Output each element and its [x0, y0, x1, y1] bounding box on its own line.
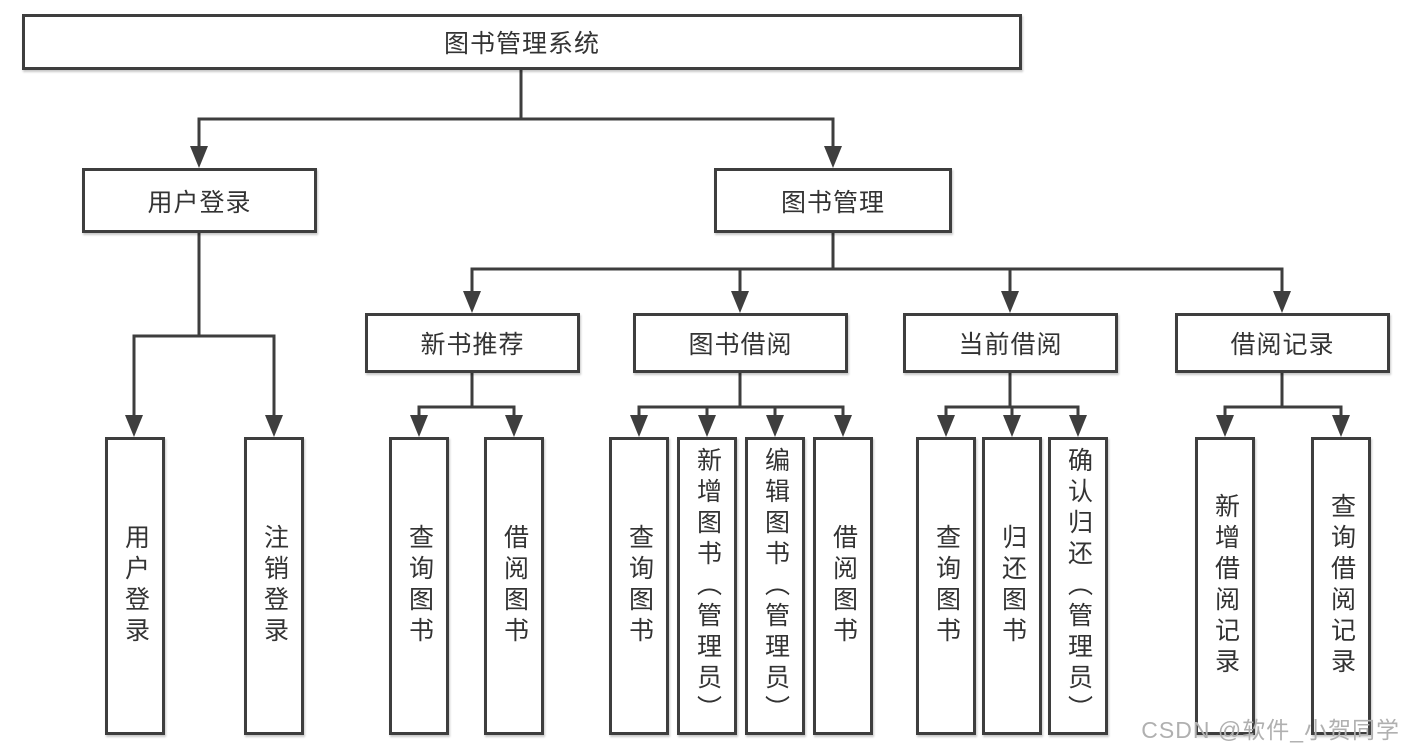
leaf-newbooks-query-books-label: 查询图书 [405, 524, 434, 648]
arrow-down-icon [630, 415, 648, 437]
node-book-borrowing-label: 图书借阅 [688, 331, 793, 359]
node-root: 图书管理系统 [22, 14, 1022, 70]
arrow-down-icon [1069, 415, 1087, 437]
connector-root [190, 70, 842, 168]
leaf-current-return-books-label: 归还图书 [998, 524, 1027, 648]
leaf-current-return-books: 归还图书 [982, 437, 1042, 735]
leaf-records-add-record-label: 新增借阅记录 [1211, 493, 1240, 679]
node-current-borrowing: 当前借阅 [903, 313, 1118, 373]
leaf-current-confirm-return-admin-label: 确认归还（管理员） [1064, 446, 1093, 726]
connector-current-borrowing [937, 373, 1087, 437]
arrow-down-icon [1216, 415, 1234, 437]
arrow-down-icon [410, 415, 428, 437]
connector-new-book-recommend [410, 373, 523, 437]
connector-book-borrowing [630, 373, 852, 437]
leaf-borrow-edit-books-admin: 编辑图书（管理员） [745, 437, 805, 735]
node-borrowing-records: 借阅记录 [1175, 313, 1390, 373]
leaf-records-query-record: 查询借阅记录 [1311, 437, 1371, 735]
leaf-borrow-query-books-label: 查询图书 [625, 524, 654, 648]
leaf-borrow-add-books-admin-label: 新增图书（管理员） [693, 446, 722, 726]
arrow-down-icon [766, 415, 784, 437]
connector-book-management [463, 233, 1291, 313]
watermark: CSDN @软件_小贺同学 [1141, 717, 1400, 743]
node-new-book-recommend-label: 新书推荐 [420, 331, 525, 359]
node-book-management-label: 图书管理 [780, 188, 885, 217]
node-current-borrowing-label: 当前借阅 [958, 331, 1063, 359]
node-new-book-recommend: 新书推荐 [365, 313, 580, 373]
leaf-logout: 注销登录 [244, 437, 304, 735]
leaf-borrow-edit-books-admin-label: 编辑图书（管理员） [761, 446, 790, 726]
arrow-down-icon [937, 415, 955, 437]
leaf-newbooks-borrow-books: 借阅图书 [484, 437, 544, 735]
node-book-borrowing: 图书借阅 [633, 313, 848, 373]
node-borrowing-records-label: 借阅记录 [1230, 331, 1335, 359]
arrow-down-icon [834, 415, 852, 437]
leaf-records-query-record-label: 查询借阅记录 [1327, 493, 1356, 679]
leaf-logout-label: 注销登录 [260, 524, 289, 648]
leaf-user-login: 用户登录 [105, 437, 165, 735]
arrow-down-icon [698, 415, 716, 437]
node-root-label: 图书管理系统 [443, 30, 600, 58]
arrow-down-icon [125, 415, 143, 437]
leaf-records-add-record: 新增借阅记录 [1195, 437, 1255, 735]
leaf-newbooks-query-books: 查询图书 [389, 437, 449, 735]
leaf-borrow-query-books: 查询图书 [609, 437, 669, 735]
arrow-down-icon [1001, 291, 1019, 313]
leaf-borrow-add-books-admin: 新增图书（管理员） [677, 437, 737, 735]
connector-borrowing-records [1216, 373, 1350, 437]
leaf-borrow-borrow-books: 借阅图书 [813, 437, 873, 735]
arrow-down-icon [463, 291, 481, 313]
connector-user-login [125, 233, 283, 437]
leaf-current-confirm-return-admin: 确认归还（管理员） [1048, 437, 1108, 735]
arrow-down-icon [731, 291, 749, 313]
node-user-login: 用户登录 [82, 168, 317, 233]
leaf-current-query-books: 查询图书 [916, 437, 976, 735]
arrow-down-icon [1273, 291, 1291, 313]
leaf-borrow-borrow-books-label: 借阅图书 [829, 524, 858, 648]
arrow-down-icon [265, 415, 283, 437]
arrow-down-icon [190, 146, 208, 168]
arrow-down-icon [1332, 415, 1350, 437]
arrow-down-icon [824, 146, 842, 168]
leaf-user-login-label: 用户登录 [121, 524, 150, 648]
arrow-down-icon [1003, 415, 1021, 437]
node-user-login-label: 用户登录 [147, 188, 252, 217]
arrow-down-icon [505, 415, 523, 437]
leaf-newbooks-borrow-books-label: 借阅图书 [500, 524, 529, 648]
node-book-management: 图书管理 [714, 168, 952, 233]
leaf-current-query-books-label: 查询图书 [932, 524, 961, 648]
